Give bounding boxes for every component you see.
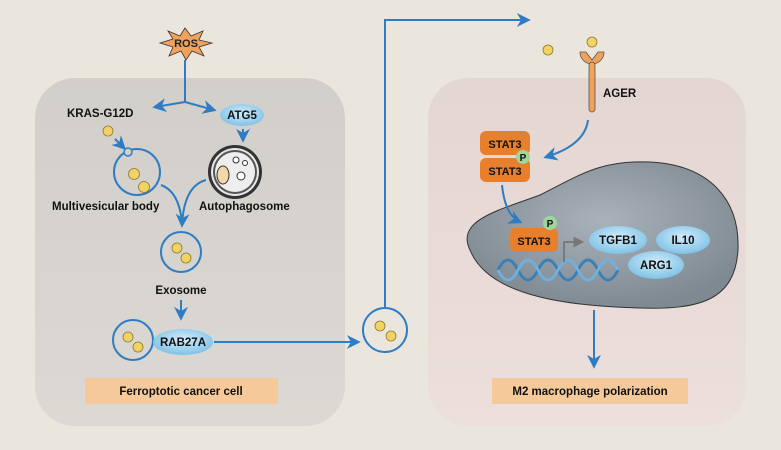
multivesicular-body (113, 147, 161, 196)
il10-label: IL10 (671, 235, 694, 247)
secreted-exosome (362, 307, 408, 353)
exosome-label: Exosome (155, 285, 206, 297)
autophagosome-label: Autophagosome (199, 201, 290, 213)
stat3-dimer: STAT3 STAT3 P (480, 131, 530, 182)
exosome (160, 231, 202, 273)
m2-label-box (492, 378, 688, 404)
ferroptotic-cell-label: Ferroptotic cancer cell (119, 386, 242, 398)
ager-label: AGER (603, 88, 637, 100)
autophagosome (208, 145, 262, 199)
ager-receptor-icon (579, 51, 605, 113)
stat3-bottom-label: STAT3 (488, 166, 521, 178)
phospho-label: P (520, 153, 527, 164)
ferroptotic-cell (35, 78, 345, 426)
rab27a-vesicle (112, 319, 154, 361)
m2-label: M2 macrophage polarization (512, 386, 667, 398)
arg1-protein (628, 251, 684, 279)
atg5-label: ATG5 (227, 110, 257, 122)
atg5-protein (220, 104, 264, 126)
rab27a-protein (153, 329, 213, 355)
dna-helix-icon (496, 258, 620, 282)
il10-protein (656, 226, 710, 254)
tgfb1-label: TGFB1 (599, 235, 637, 247)
stat3-nuclear-label: STAT3 (517, 236, 550, 248)
arg1-label: ARG1 (640, 260, 673, 272)
stat3-nuclear (510, 228, 558, 252)
mvb-label: Multivesicular body (52, 201, 160, 213)
kras-label: KRAS-G12D (67, 108, 133, 120)
rab27a-label: RAB27A (160, 337, 206, 349)
ros-label: ROS (174, 38, 198, 50)
tgfb1-protein (589, 226, 647, 254)
ros-branch-arrows (152, 60, 217, 114)
nuclear-phospho-label: P (547, 219, 554, 230)
ros-star-icon: ROS (158, 27, 214, 61)
stat3-top-label: STAT3 (488, 139, 521, 151)
ferroptotic-cell-label-box (85, 378, 278, 404)
